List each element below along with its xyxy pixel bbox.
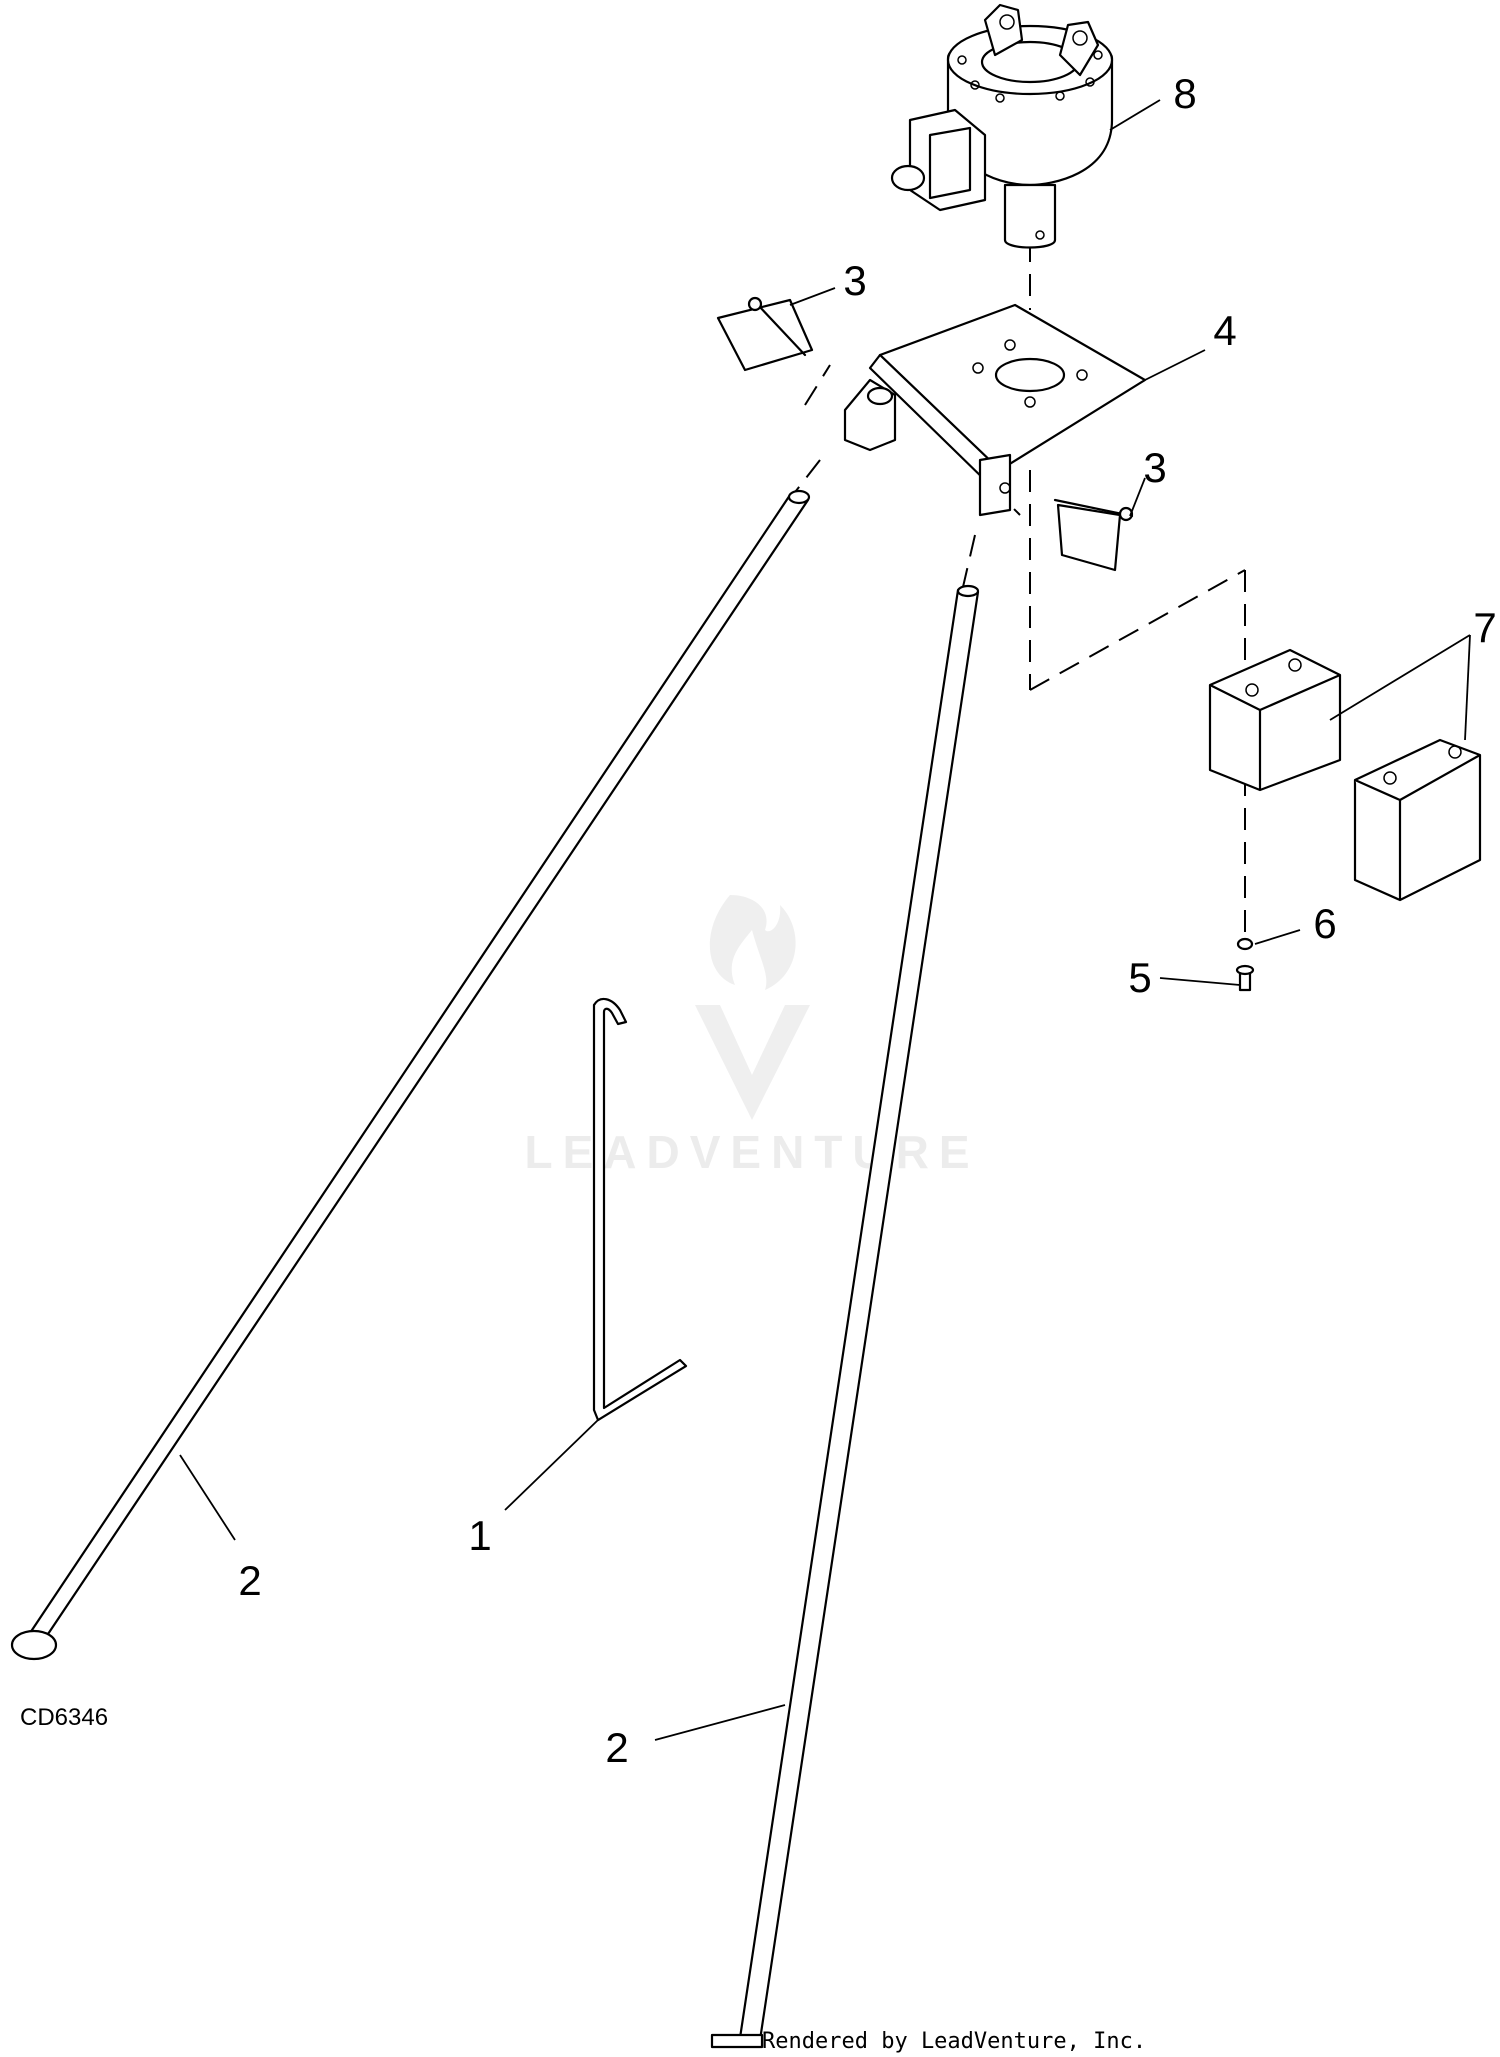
- screw: [1235, 964, 1255, 992]
- callout-3-lower: 3: [1143, 444, 1166, 491]
- stand-leg-center: [710, 584, 980, 2049]
- callout-labels: 8 3 4 3 7 6 5 1 2 2: [238, 70, 1496, 1771]
- watermark-text: LEADVENTURE: [524, 1126, 979, 1178]
- callout-5: 5: [1128, 954, 1151, 1001]
- callout-3-upper: 3: [843, 257, 866, 304]
- washer: [1236, 937, 1254, 951]
- stand-leg-left: [10, 489, 811, 1661]
- callout-2-left: 2: [238, 1557, 261, 1604]
- callout-1: 1: [468, 1512, 491, 1559]
- callout-8: 8: [1173, 70, 1196, 117]
- callout-2-center: 2: [605, 1724, 628, 1771]
- shield-left: [1208, 648, 1342, 792]
- mounting-plate: [843, 303, 1147, 517]
- drawing-code: CD6346: [20, 1704, 108, 1731]
- gearbox: [890, 3, 1114, 249]
- leader-lines: [179, 99, 1471, 1741]
- shield-right: [1353, 738, 1482, 902]
- callout-4: 4: [1213, 307, 1236, 354]
- bent-rod: [592, 997, 688, 1422]
- lynch-pin-lower: [1053, 498, 1134, 572]
- render-credit: Rendered by LeadVenture, Inc.: [762, 2029, 1146, 2054]
- callout-7: 7: [1473, 604, 1496, 651]
- lynch-pin-upper: [716, 296, 814, 372]
- callout-6: 6: [1313, 900, 1336, 947]
